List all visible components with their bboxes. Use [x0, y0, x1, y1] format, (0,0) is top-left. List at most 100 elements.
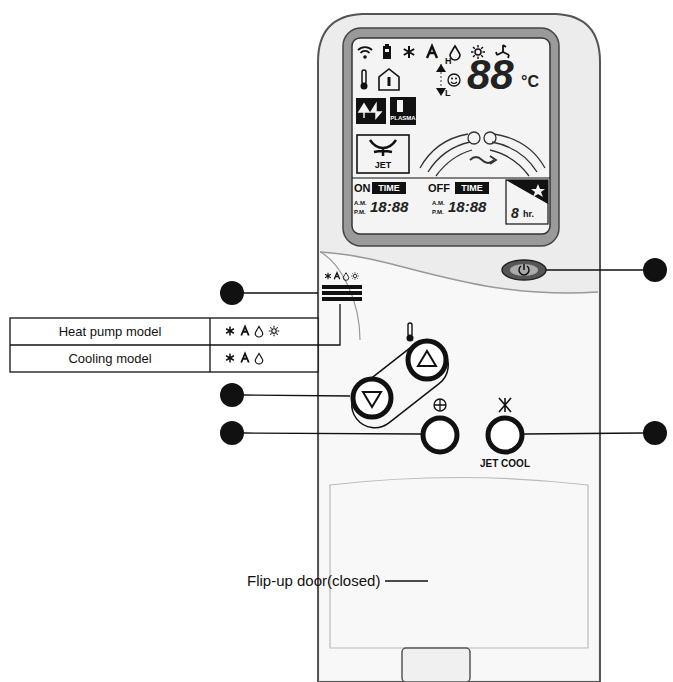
airflow-graphic: [420, 132, 545, 176]
tree-icon: [359, 104, 381, 118]
callout-dot: [220, 421, 244, 445]
airflow-graphic: [490, 134, 545, 176]
plasma-icon: [397, 100, 409, 112]
remote-body: [320, 252, 598, 293]
callout-dot: [220, 258, 667, 445]
jet-cool-button: [488, 418, 522, 452]
model-table: [10, 344, 318, 345]
lcd-display: [352, 38, 550, 234]
callout-dot: [643, 258, 667, 282]
swing-arrows: [436, 64, 446, 96]
model-table: [269, 326, 280, 337]
leader-lines: [244, 270, 643, 581]
room-icon: [379, 69, 399, 90]
mode-button: [334, 273, 340, 280]
leader-lines: [546, 269, 643, 270]
on-time-digits: 18:88: [370, 199, 408, 214]
fan-speed-button: [434, 399, 446, 411]
fan-speed-button: [423, 399, 457, 452]
sleep-hours-unit: hr.: [523, 210, 534, 219]
swing-arrows: [441, 64, 442, 96]
model-table: [10, 318, 318, 372]
timer-panel: [352, 178, 550, 224]
timer-panel: [506, 180, 548, 204]
timer-panel: [506, 180, 548, 224]
timer-time-tag: TIME: [461, 184, 483, 193]
button-label: JET COOL: [480, 459, 530, 469]
power-button: [510, 264, 538, 276]
mode-button: [322, 285, 362, 289]
fan-speed-button: [434, 399, 446, 411]
room-icon: [388, 77, 391, 86]
timer-time-tag: TIME: [378, 184, 400, 193]
cool-icon: [404, 46, 414, 58]
timer-panel: [372, 182, 406, 194]
am-mark: A.M.: [354, 200, 367, 206]
jet-cool-button: [488, 398, 522, 452]
wifi-icon: [363, 55, 367, 59]
off-time-digits: 18:88: [448, 199, 486, 214]
temperature-buttons: [408, 323, 412, 336]
airflow-graphic: [420, 134, 472, 176]
plasma-icon: [390, 97, 416, 125]
callout-dot: [220, 281, 244, 305]
room-icon: [379, 69, 399, 90]
leader-lines: [244, 292, 318, 293]
am-mark: A.M.: [432, 200, 445, 206]
lcd-display: [343, 28, 559, 246]
model-table: [10, 318, 318, 372]
power-button: [519, 264, 529, 275]
unit-label: °C: [521, 74, 539, 90]
leader-lines: [385, 580, 428, 581]
pm-mark: P.M.: [432, 209, 444, 215]
power-button: [502, 260, 546, 280]
dry-icon: [450, 46, 460, 60]
plasma-icon: [390, 97, 416, 125]
table-cell: Heat pump model: [59, 325, 162, 338]
fan-low-mark: L: [445, 89, 451, 98]
auto-icon: [427, 46, 437, 58]
plasma-icon: [403, 100, 409, 112]
smiley-icon: [451, 82, 457, 84]
leader-lines: [244, 395, 350, 396]
temperature-buttons: [418, 351, 436, 366]
timer-panel: [531, 184, 545, 197]
battery-icon: [383, 44, 391, 59]
thermometer-icon: [362, 70, 366, 84]
part-label: Flip-up door(closed): [247, 573, 380, 588]
tree-icon: [356, 98, 386, 124]
jet-icon: [370, 140, 396, 156]
model-table: [255, 327, 263, 338]
smiley-icon: [448, 74, 460, 86]
thermometer-icon: [361, 83, 368, 90]
temperature-buttons: [408, 341, 446, 379]
tree-icon: [356, 98, 386, 124]
timer-panel: [455, 182, 489, 194]
mode-button: [322, 297, 362, 301]
battery-icon: [385, 44, 389, 46]
timer-on-label: ON: [354, 183, 371, 194]
temperature-digits: 88: [467, 54, 514, 96]
temperature-buttons: [407, 323, 414, 342]
mode-button: [325, 273, 331, 280]
thermometer-icon: [361, 70, 368, 90]
smiley-icon: [448, 74, 460, 86]
temperature-buttons: [363, 392, 381, 407]
flip-up-door: [330, 478, 588, 649]
leader-lines: [318, 304, 340, 345]
table-cell: Cooling model: [68, 352, 151, 365]
timer-off-label: OFF: [428, 183, 450, 194]
jet-icon: [357, 135, 409, 173]
sleep-digit: 8: [511, 206, 519, 220]
model-table: [241, 354, 249, 363]
mode-button: [351, 272, 359, 280]
battery-icon: [385, 49, 389, 52]
airflow-graphic: [484, 132, 496, 144]
model-table: [226, 327, 234, 336]
temperature-buttons: [407, 335, 414, 342]
leader-lines: [524, 433, 643, 434]
battery-icon: [383, 46, 391, 59]
wifi-icon: [358, 47, 372, 53]
swing-arrows: [436, 64, 446, 96]
plasma-label: PLASMA: [390, 115, 415, 121]
